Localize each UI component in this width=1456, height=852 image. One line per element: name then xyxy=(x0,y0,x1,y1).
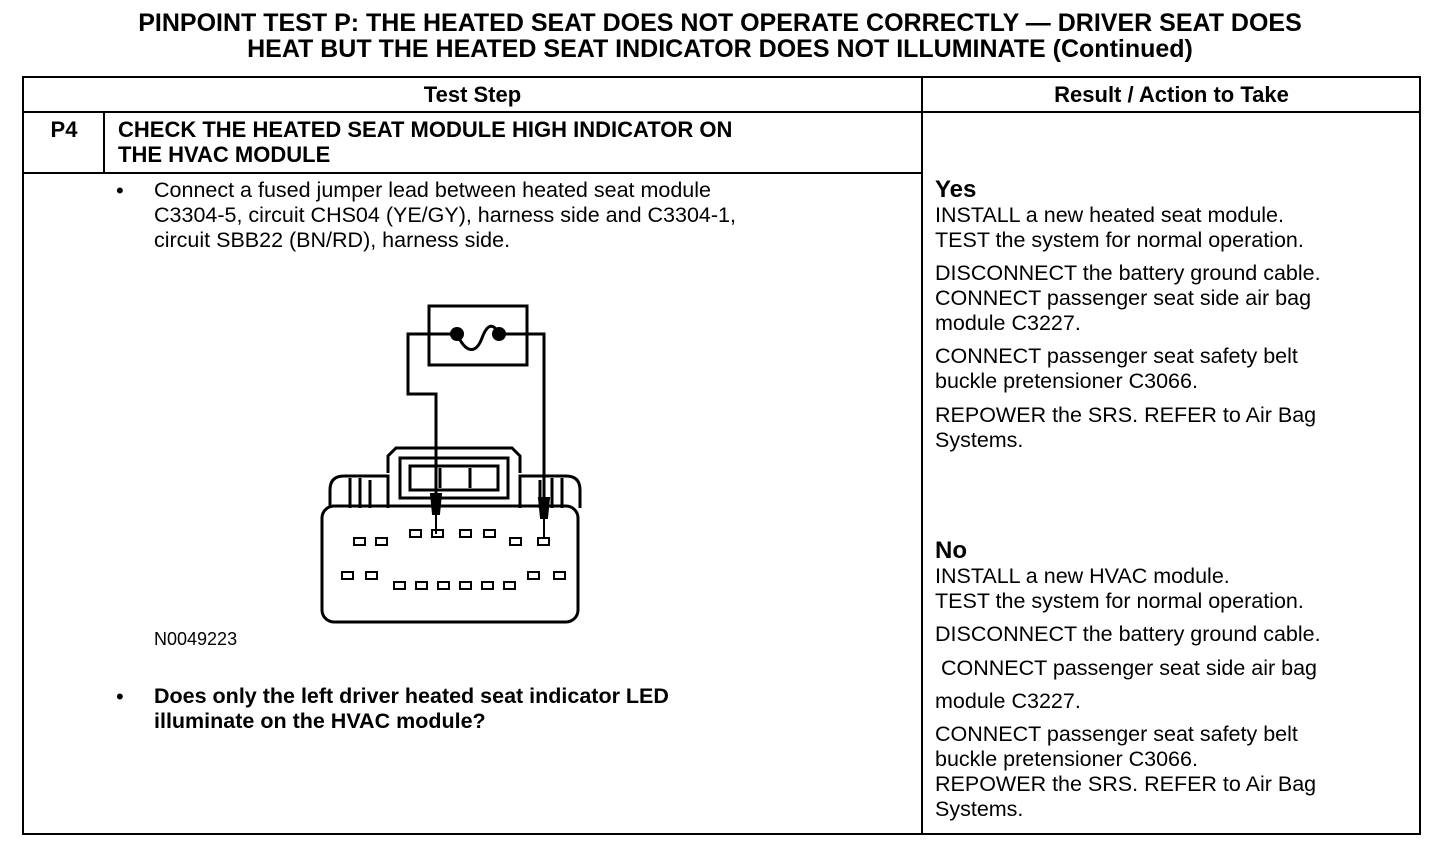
step-id: P4 xyxy=(50,117,78,142)
title-line-2: HEAT BUT THE HEATED SEAT INDICATOR DOES … xyxy=(247,35,1193,63)
page-title: PINPOINT TEST P: THE HEATED SEAT DOES NO… xyxy=(0,10,1440,62)
probe-left xyxy=(429,493,443,515)
instruction-line: C3304-5, circuit CHS04 (YE/GY), harness … xyxy=(154,203,736,227)
question-line: illuminate on the HVAC module? xyxy=(154,709,486,733)
result-no-heading: No xyxy=(935,537,967,564)
step-title-line-1: CHECK THE HEATED SEAT MODULE HIGH INDICA… xyxy=(118,117,733,142)
probe-right xyxy=(537,497,551,519)
jumper-lead-left xyxy=(406,332,457,494)
instruction-line: circuit SBB22 (BN/RD), harness side. xyxy=(154,228,511,252)
result-yes-line: CONNECT passenger seat safety belt xyxy=(935,344,1298,368)
result-no-line: module C3227. xyxy=(935,689,1081,713)
result-yes-line: CONNECT passenger seat side air bag xyxy=(935,286,1312,310)
result-no-line: Systems. xyxy=(935,797,1024,821)
result-yes-heading: Yes xyxy=(935,176,977,203)
result-yes-line: INSTALL a new heated seat module. xyxy=(935,203,1284,227)
question-line: Does only the left driver heated seat in… xyxy=(154,684,669,708)
jumper-lead-right xyxy=(499,332,546,498)
header-result-action: Result / Action to Take xyxy=(1054,82,1289,107)
connector-body xyxy=(328,474,582,508)
result-yes-line: buckle pretensioner C3066. xyxy=(935,369,1198,393)
instruction-line: Connect a fused jumper lead between heat… xyxy=(154,178,711,202)
result-no-line: CONNECT passenger seat side air bag xyxy=(935,656,1318,680)
result-no-line: INSTALL a new HVAC module. xyxy=(935,564,1230,588)
result-no-line: DISCONNECT the battery ground cable. xyxy=(935,622,1321,646)
result-yes-line: REPOWER the SRS. REFER to Air Bag xyxy=(935,403,1317,427)
result-yes-line: DISCONNECT the battery ground cable. xyxy=(935,261,1321,285)
result-no-line: CONNECT passenger seat safety belt xyxy=(935,722,1298,746)
result-yes-line: module C3227. xyxy=(935,311,1081,335)
title-line-1: PINPOINT TEST P: THE HEATED SEAT DOES NO… xyxy=(138,9,1302,37)
result-no-line: REPOWER the SRS. REFER to Air Bag xyxy=(935,772,1317,796)
connector-jumper-diagram xyxy=(320,304,582,624)
bullet-icon: • xyxy=(116,178,124,203)
result-no-line: buckle pretensioner C3066. xyxy=(935,747,1198,771)
result-yes-line: TEST the system for normal operation. xyxy=(935,228,1304,252)
header-test-step: Test Step xyxy=(423,82,522,107)
fuse-element xyxy=(455,324,501,351)
result-no-line: TEST the system for normal operation. xyxy=(935,589,1304,613)
figure-id: N0049223 xyxy=(154,629,238,649)
connector-latch xyxy=(386,446,522,473)
question-text: Does only the left driver heated seat in… xyxy=(154,684,914,734)
step-title-rule xyxy=(22,172,922,174)
step-title-line-2: THE HVAC MODULE xyxy=(118,142,331,167)
step-title: CHECK THE HEATED SEAT MODULE HIGH INDICA… xyxy=(118,117,908,167)
column-divider xyxy=(921,76,923,835)
bullet-icon: • xyxy=(116,684,124,709)
result-yes-line: Systems. xyxy=(935,428,1024,452)
header-rule xyxy=(22,111,1421,113)
test-table xyxy=(22,76,1421,835)
instruction-text: Connect a fused jumper lead between heat… xyxy=(154,178,914,253)
step-id-divider xyxy=(103,111,105,173)
